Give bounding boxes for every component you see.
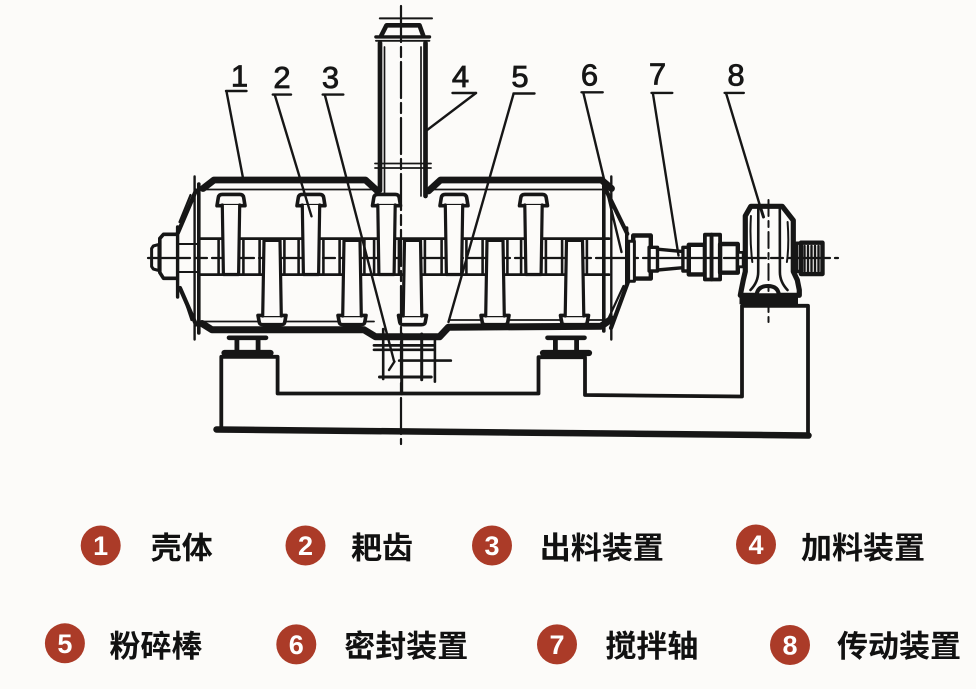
svg-text:7: 7 bbox=[649, 57, 666, 92]
svg-text:5: 5 bbox=[57, 629, 72, 659]
svg-text:8: 8 bbox=[782, 631, 797, 661]
svg-text:1: 1 bbox=[93, 531, 108, 561]
svg-text:4: 4 bbox=[452, 59, 469, 94]
svg-text:3: 3 bbox=[484, 531, 499, 561]
svg-text:4: 4 bbox=[748, 530, 763, 560]
svg-text:2: 2 bbox=[298, 531, 313, 561]
svg-text:1: 1 bbox=[231, 59, 248, 94]
svg-text:3: 3 bbox=[322, 60, 339, 95]
svg-text:8: 8 bbox=[727, 58, 744, 93]
svg-text:2: 2 bbox=[273, 60, 290, 95]
svg-text:6: 6 bbox=[581, 58, 598, 93]
svg-text:7: 7 bbox=[549, 630, 564, 660]
svg-text:6: 6 bbox=[289, 630, 304, 660]
svg-text:5: 5 bbox=[511, 59, 528, 94]
